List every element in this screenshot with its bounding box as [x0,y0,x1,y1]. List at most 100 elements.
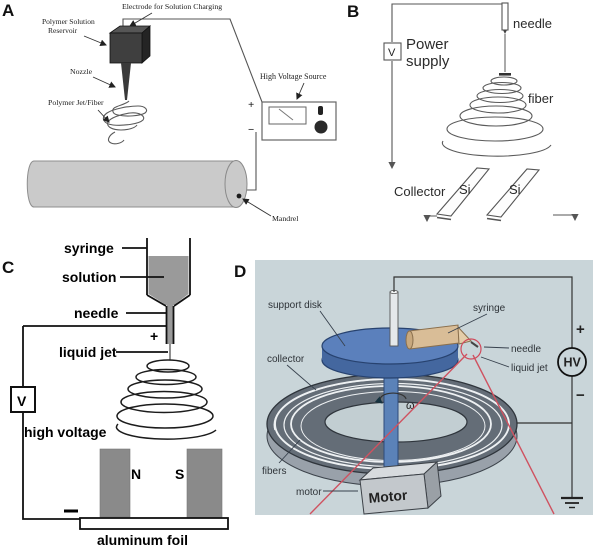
c-high-voltage-label: high voltage [24,424,107,440]
nozzle-leader [92,76,116,88]
d-liquid-jet-label: liquid jet [511,363,548,374]
si-plate-right-edge [486,217,502,222]
minus-terminal-a: − [248,124,254,136]
c-jet-spiral [115,359,217,440]
nozzle-shape [121,63,131,100]
magnet-south [186,448,223,519]
b-collector-label: Collector [394,184,446,199]
si-left-ground [423,214,437,223]
magnet-north [99,448,131,518]
b-fiber-label: fiber [528,91,554,106]
d-plus-sign: + [576,321,585,338]
c-voltage-box-label: V [17,393,27,409]
hv-supply-circle [557,347,587,377]
high-voltage-source-box [261,101,337,141]
si-plate-right [485,168,541,218]
aluminum-foil-bar [79,517,229,530]
magnet-s-label: S [175,466,184,482]
reservoir-leader [83,35,107,46]
si-right-ground [553,213,579,222]
d-syringe-leader [447,313,488,334]
polymer-reservoir-cube [108,25,152,64]
mandrel-body [26,160,237,208]
electrode-leader [129,12,153,27]
polymer-jet-spiral [102,100,148,145]
hv-switch [318,106,323,115]
d-needle-leader [483,346,510,349]
d-collector-leader [286,364,317,391]
b-needle-shape [501,2,509,31]
omega-symbol: ω [406,400,415,412]
panel-d-tag: D [234,262,246,281]
panel-c-tag: C [2,258,14,277]
panel-a: A + − Electrode for [2,1,337,223]
solution-fill [148,256,189,305]
mandrel-end-cap [224,160,248,208]
b-si-left-label: Si [459,182,471,197]
c-liquid-jet-label: liquid jet [59,344,117,360]
electrode-label: Electrode for Solution Charging [122,2,222,11]
b-needle-label: needle [513,16,552,31]
jet-highlight-circle [460,338,482,360]
rotation-arrow [374,392,407,404]
needle-fill [167,305,173,344]
plus-terminal-a: + [248,99,254,111]
d-support-disk-leader [319,310,346,347]
electrode-wire [122,18,263,103]
magnet-n-label: N [131,466,141,482]
d-needle-label: needle [511,344,541,355]
d-liquid-jet-leader [480,356,510,368]
hv-source-label: High Voltage Source [260,72,327,81]
reservoir-label-line1: Polymer Solution [42,17,95,26]
d-minus-sign: − [576,387,585,404]
b-voltage-box-label: V [388,47,396,59]
panel-d: D Motor [234,260,593,515]
panel-a-tag: A [2,1,14,20]
d-syringe-cap [405,330,414,350]
d-motor-box: Motor [358,460,442,515]
jet-line-right [472,354,555,515]
c-wire-left-lower [22,412,80,520]
d-circuit: HV + − [393,276,587,509]
b-needle-tip [503,30,507,34]
pin-body [389,291,399,347]
d-motor-label: motor [296,487,322,498]
d-support-disk-label: support disk [268,300,323,311]
hv-supply-label: HV [564,356,582,370]
b-top-wire [391,3,505,42]
b-collector-plates [423,167,579,223]
mandrel-label: Mandrel [272,214,299,223]
mandrel-leader [242,198,272,217]
hv-knob [314,120,328,134]
b-si-right-label: Si [509,182,521,197]
polymer-jet-label: Polymer Jet/Fiber [48,98,104,107]
motor-box-text: Motor [368,487,409,506]
reservoir-label-line2: Reservoir [48,26,78,35]
b-fiber-spiral [441,76,552,157]
d-center-pin [389,289,399,347]
panel-c: C V N [2,238,229,548]
d-liquid-jet-lines [309,338,555,515]
d-fibers-label: fibers [262,466,286,477]
b-voltage-box [383,42,402,61]
mandrel-contact-dot [236,193,242,199]
d-needle-shape [470,341,479,348]
jet-line-left [309,353,468,515]
b-coil-start [499,73,511,76]
c-solution-label: solution [62,269,116,285]
si-plate-left-edge [436,216,452,221]
b-power-label-line1: Power [406,36,449,53]
c-voltage-box [10,386,36,413]
b-power-label-line2: supply [406,53,450,70]
d-ground-symbol [561,496,583,509]
motor-front-face [359,473,429,515]
d-syringe-label: syringe [473,303,506,314]
hv-source-leader [296,82,305,100]
c-needle-label: needle [74,305,119,321]
reservoir-side-face [141,25,151,64]
d-collector-label: collector [267,354,305,365]
reservoir-front-face [109,32,143,64]
hv-meter-needle [278,108,294,121]
